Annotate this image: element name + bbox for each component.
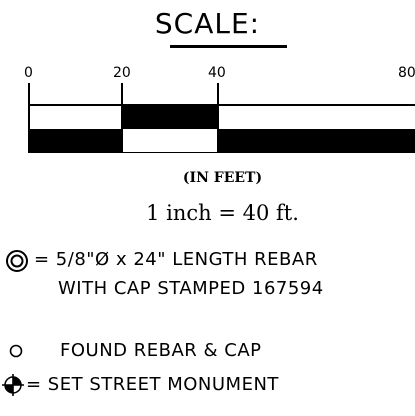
- scale-bar-segment-bottom-40-80: [218, 129, 415, 153]
- tick-label-40: 40: [208, 65, 226, 81]
- scale-title: SCALE:: [154, 7, 261, 40]
- scale-title-underline: [170, 45, 287, 48]
- street-monument-icon: [2, 374, 24, 396]
- scale-bar: [28, 83, 415, 153]
- found-rebar-icon: [9, 344, 23, 358]
- scale-bar-segment-bottom-0-20: [29, 129, 122, 153]
- tick-label-0: 0: [24, 65, 33, 81]
- tick-label-80: 80: [398, 65, 415, 81]
- legend-monument: = SET STREET MONUMENT: [26, 374, 279, 395]
- scale-ratio: 1 inch = 40 ft.: [146, 201, 299, 225]
- legend-rebar-line2: WITH CAP STAMPED 167594: [58, 278, 324, 299]
- legend-found: FOUND REBAR & CAP: [60, 340, 262, 361]
- scale-bar-segment-top-20-40: [122, 105, 218, 129]
- rebar-cap-icon: [6, 250, 28, 272]
- tick-label-20: 20: [113, 65, 131, 81]
- legend-rebar-line1: = 5/8"Ø x 24" LENGTH REBAR: [34, 249, 318, 270]
- scale-units: (IN FEET): [182, 170, 263, 186]
